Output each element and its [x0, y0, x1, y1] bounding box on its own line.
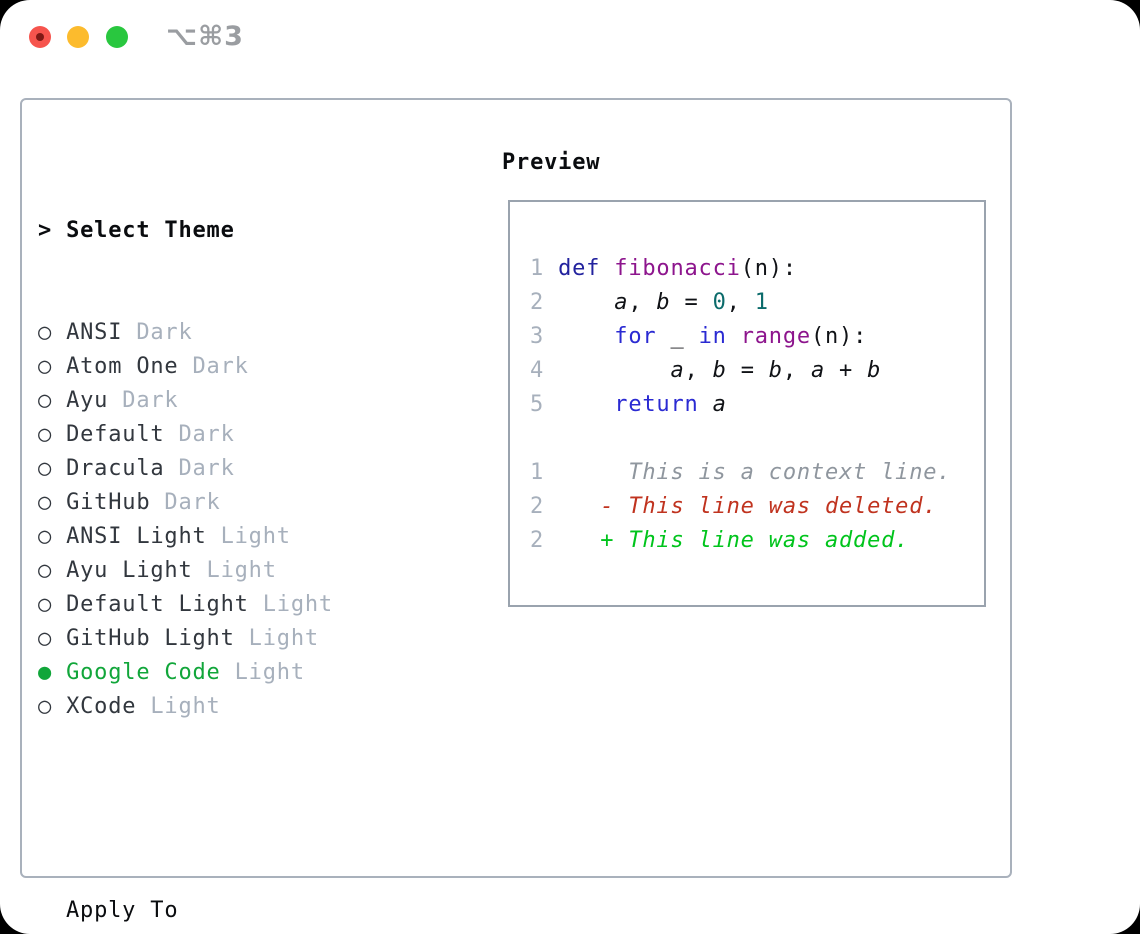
- diff-text: - This line was deleted.: [544, 494, 938, 519]
- theme-option-name: Default: [66, 422, 165, 447]
- radio-icon: ○: [38, 558, 67, 583]
- code-line: 3 for _ in range(n):: [530, 324, 868, 349]
- zoom-button[interactable]: [106, 26, 128, 48]
- code-line: 1 def fibonacci(n):: [530, 256, 797, 281]
- select-theme-title: Select Theme: [66, 218, 235, 243]
- line-number: 3: [530, 324, 559, 349]
- theme-option-name: XCode: [66, 694, 137, 719]
- theme-option[interactable]: ○ Ayu Dark: [38, 384, 431, 418]
- theme-option-name: Atom One: [66, 354, 179, 379]
- close-dot-icon: [36, 33, 44, 41]
- theme-option-name: ANSI: [66, 320, 123, 345]
- theme-variant-label: Dark: [164, 456, 235, 481]
- line-number: 1: [530, 256, 559, 281]
- radio-icon: ○: [38, 422, 67, 447]
- radio-icon: ○: [38, 592, 67, 617]
- theme-option-name: ANSI Light: [66, 524, 207, 549]
- window-shortcut-label: ⌥⌘3: [166, 21, 244, 52]
- radio-icon: ○: [38, 388, 67, 413]
- theme-option[interactable]: ○ Dracula Dark: [38, 452, 431, 486]
- focus-prompt-icon: >: [38, 218, 53, 243]
- theme-option-name: Dracula: [66, 456, 165, 481]
- radio-icon: ○: [38, 694, 67, 719]
- theme-option[interactable]: ○ GitHub Dark: [38, 486, 431, 520]
- preview-header: Preview: [502, 150, 601, 175]
- radio-icon: ○: [38, 626, 67, 651]
- spacer: [38, 792, 431, 826]
- theme-list: ○ ANSI Dark○ Atom One Dark○ Ayu Dark○ De…: [38, 316, 431, 724]
- apply-to-title: Apply To: [66, 898, 179, 923]
- theme-option[interactable]: ○ GitHub Light Light: [38, 622, 431, 656]
- theme-option[interactable]: ● Google Code Light: [38, 656, 431, 690]
- theme-option[interactable]: ○ Ayu Light Light: [38, 554, 431, 588]
- close-button[interactable]: [29, 26, 51, 48]
- theme-variant-label: Dark: [164, 422, 235, 447]
- diff-text: + This line was added.: [544, 528, 910, 553]
- diff-text: This is a context line.: [544, 460, 952, 485]
- theme-option-name: Ayu Light: [66, 558, 193, 583]
- radio-icon: ○: [38, 354, 67, 379]
- theme-option[interactable]: ○ ANSI Light Light: [38, 520, 431, 554]
- spacer: [530, 422, 951, 456]
- line-number: 5: [530, 392, 559, 417]
- theme-option-name: Default Light: [66, 592, 249, 617]
- preview-box: 1 def fibonacci(n): 2 a, b = 0, 1 3 for _ …: [508, 200, 986, 607]
- diff-line: 1 This is a context line.: [530, 456, 951, 490]
- code-line: 2 a, b = 0, 1: [530, 290, 769, 315]
- line-number: 2: [530, 494, 545, 519]
- code-line: 5 return a: [530, 392, 727, 417]
- radio-icon: ○: [38, 320, 67, 345]
- radio-icon: ○: [38, 456, 67, 481]
- theme-variant-label: Light: [136, 694, 221, 719]
- radio-icon: ○: [38, 524, 67, 549]
- window-titlebar: ⌥⌘3: [0, 0, 1140, 74]
- theme-option[interactable]: ○ Atom One Dark: [38, 350, 431, 384]
- theme-option[interactable]: ○ Default Light Light: [38, 588, 431, 622]
- radio-icon: ○: [38, 490, 67, 515]
- line-number: 1: [530, 460, 545, 485]
- theme-variant-label: Dark: [150, 490, 221, 515]
- radio-icon: ●: [38, 660, 67, 685]
- theme-option[interactable]: ○ XCode Light: [38, 690, 431, 724]
- theme-variant-label: Dark: [108, 388, 179, 413]
- theme-variant-label: Dark: [122, 320, 193, 345]
- theme-variant-label: Dark: [178, 354, 249, 379]
- code-preview: 1 def fibonacci(n): 2 a, b = 0, 1 3 for _ …: [530, 252, 951, 558]
- line-number: 2: [530, 290, 559, 315]
- line-number: 4: [530, 358, 559, 383]
- theme-dialog: > Select Theme ○ ANSI Dark○ Atom One Dar…: [20, 98, 1012, 923]
- theme-option-name: GitHub: [66, 490, 151, 515]
- diff-line: 2 + This line was added.: [530, 524, 951, 558]
- line-number: 2: [530, 528, 545, 553]
- theme-variant-label: Light: [234, 626, 319, 651]
- theme-variant-label: Light: [206, 524, 291, 549]
- minimize-button[interactable]: [67, 26, 89, 48]
- theme-variant-label: Light: [220, 660, 305, 685]
- theme-panel: > Select Theme ○ ANSI Dark○ Atom One Dar…: [38, 146, 431, 934]
- select-theme-header: > Select Theme: [38, 214, 431, 248]
- code-line: 4 a, b = b, a + b: [530, 358, 882, 383]
- theme-variant-label: Light: [248, 592, 333, 617]
- theme-variant-label: Light: [192, 558, 277, 583]
- theme-option[interactable]: ○ Default Dark: [38, 418, 431, 452]
- theme-option-name: Ayu: [66, 388, 109, 413]
- theme-option-name: Google Code: [66, 660, 221, 685]
- theme-option[interactable]: ○ ANSI Dark: [38, 316, 431, 350]
- diff-line: 2 - This line was deleted.: [530, 490, 951, 524]
- theme-option-name: GitHub Light: [66, 626, 235, 651]
